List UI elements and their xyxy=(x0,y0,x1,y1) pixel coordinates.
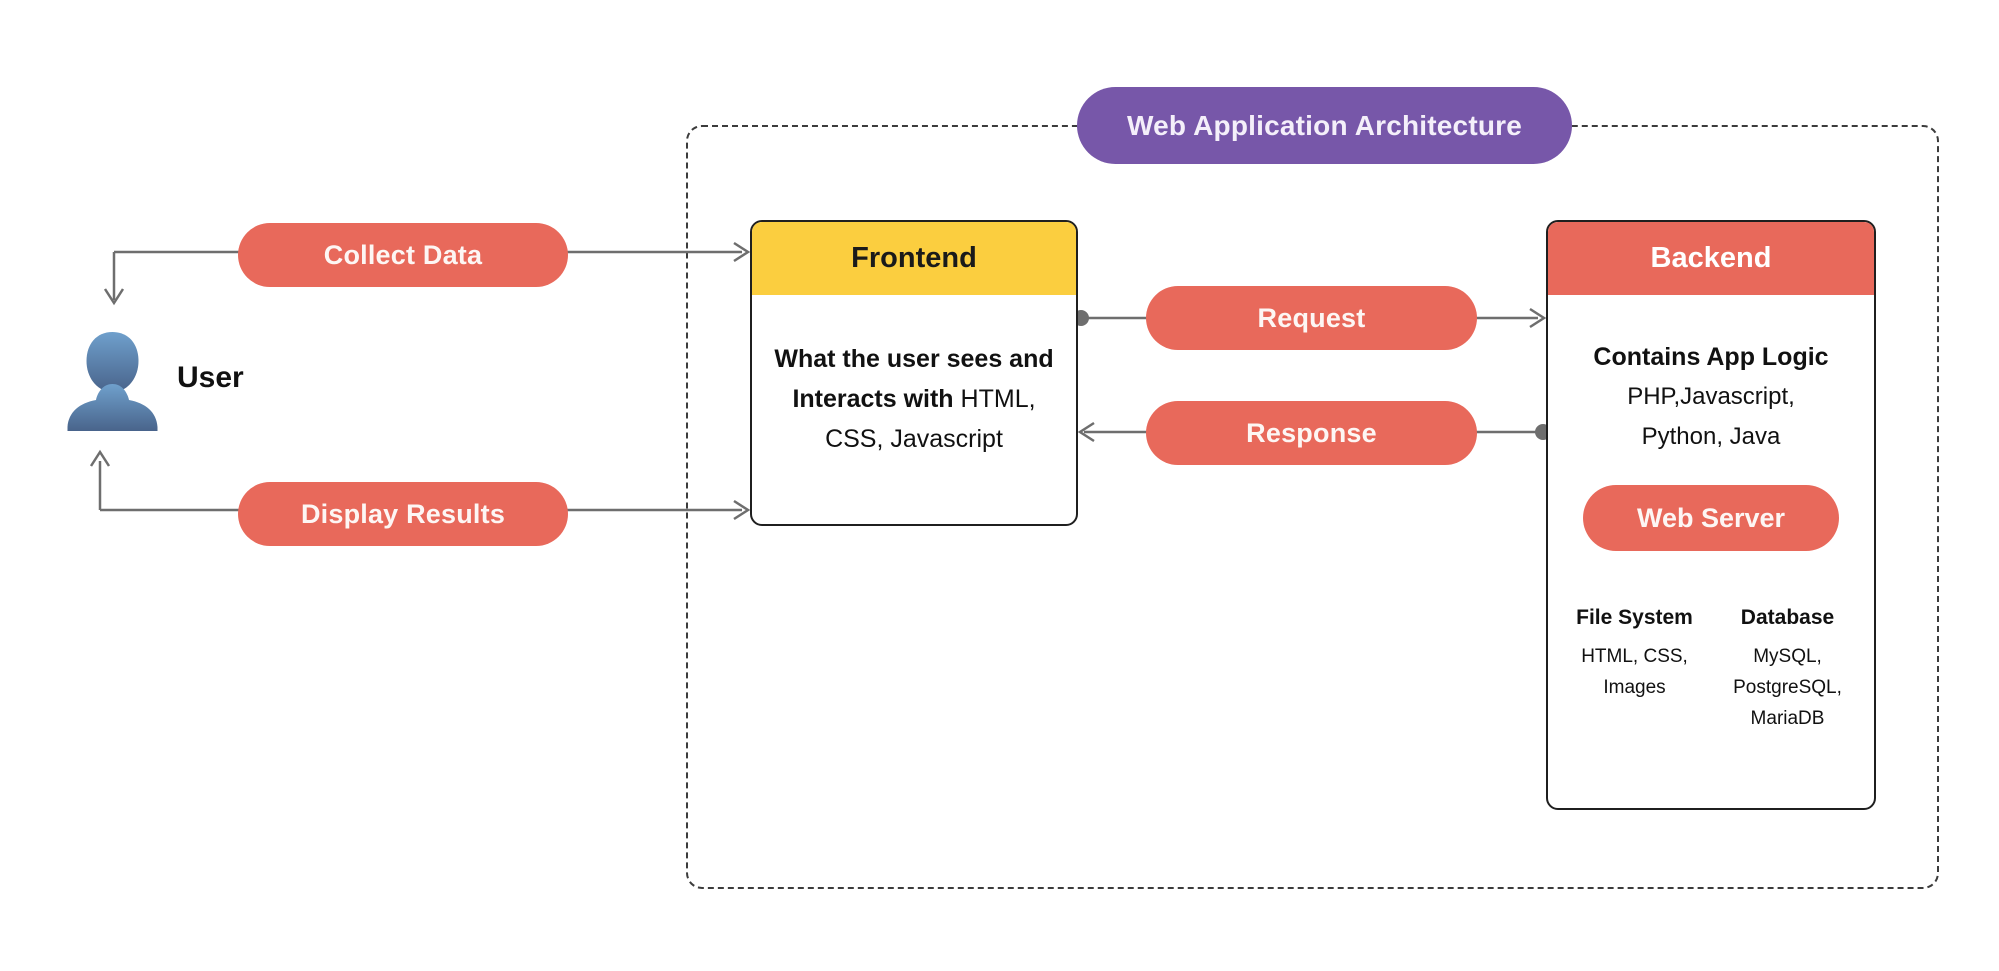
frontend-card: Frontend What the user sees and Interact… xyxy=(750,220,1078,526)
diagram-title: Web Application Architecture xyxy=(1077,87,1572,164)
backend-columns: File System HTML, CSS, Images Database M… xyxy=(1558,603,1864,734)
frontend-header: Frontend xyxy=(752,222,1076,295)
file-system-heading: File System xyxy=(1576,606,1693,629)
database-item: MySQL, xyxy=(1753,646,1822,667)
backend-logic-line: Python, Java xyxy=(1641,423,1781,450)
backend-body: Contains App Logic PHP,Javascript, Pytho… xyxy=(1548,295,1874,734)
user-person-icon xyxy=(67,332,158,431)
backend-logic-line: PHP,Javascript, xyxy=(1627,383,1795,410)
request-label: Request xyxy=(1257,302,1366,333)
database-heading: Database xyxy=(1740,606,1835,629)
response-label: Response xyxy=(1246,417,1377,448)
display-results-label: Display Results xyxy=(300,498,506,529)
backend-title: Backend xyxy=(1650,242,1772,274)
backend-logic-heading: Contains App Logic xyxy=(1593,343,1829,371)
file-system-item: Images xyxy=(1603,677,1666,698)
user-label: User xyxy=(177,361,244,394)
web-server-pill: Web Server xyxy=(1583,485,1839,551)
arrow-right-icon xyxy=(1529,307,1547,329)
frontend-title: Frontend xyxy=(851,242,977,274)
database-item: MariaDB xyxy=(1750,708,1825,729)
web-server-label: Web Server xyxy=(1636,502,1786,533)
request-pill: Request xyxy=(1146,286,1477,350)
arrow-left-icon xyxy=(1077,421,1095,443)
diagram-title-label: Web Application Architecture xyxy=(1126,109,1523,141)
file-system-item: HTML, CSS, xyxy=(1581,646,1688,667)
frontend-description-regular: HTML, CSS, Javascript xyxy=(825,385,1036,453)
arrow-right-icon xyxy=(733,499,751,521)
file-system-column: File System HTML, CSS, Images xyxy=(1558,603,1711,734)
collect-data-pill: Collect Data xyxy=(238,223,568,287)
database-item: PostgreSQL, xyxy=(1733,677,1842,698)
backend-card: Backend Contains App Logic PHP,Javascrip… xyxy=(1546,220,1876,810)
arrow-right-icon xyxy=(733,241,751,263)
backend-header: Backend xyxy=(1548,222,1874,295)
response-pill: Response xyxy=(1146,401,1477,465)
frontend-description: What the user sees and Interacts with HT… xyxy=(752,295,1076,459)
arrow-up-icon xyxy=(89,449,111,467)
arrow-down-icon xyxy=(103,288,125,306)
frontend-description-bold: What the user sees and Interacts with xyxy=(774,345,1054,413)
database-column: Database MySQL, PostgreSQL, MariaDB xyxy=(1711,603,1864,734)
collect-data-label: Collect Data xyxy=(323,239,483,270)
display-results-pill: Display Results xyxy=(238,482,568,546)
